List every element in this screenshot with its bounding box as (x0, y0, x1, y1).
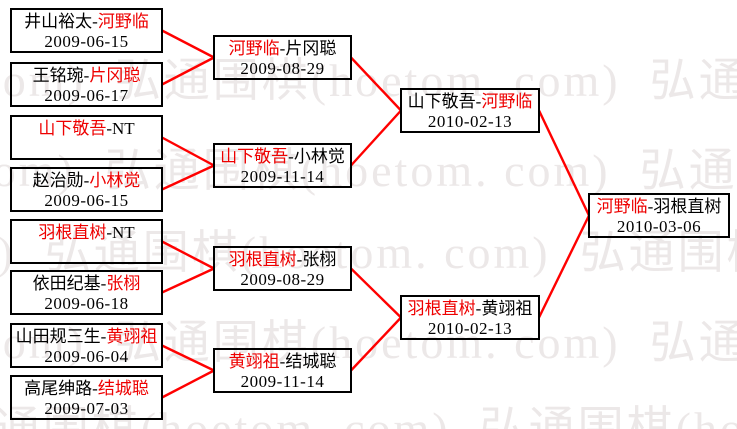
match-box-r1m5: 羽根直树-NT (10, 219, 163, 264)
player-name: -NT (106, 119, 135, 138)
player-name: 山田规三生- (15, 327, 107, 346)
player-name: -结城聪 (279, 352, 337, 371)
connector-line-r1m5-r2m3 (161, 240, 215, 270)
player-name: -羽根直树 (647, 197, 722, 216)
match-date: 2009-11-14 (240, 167, 325, 186)
player-name: -NT (106, 223, 135, 242)
match-players: 山田规三生-黄翊祖 (12, 325, 161, 347)
connector-line-r1m4-r2m2 (161, 164, 215, 191)
winner-name: 片冈聪 (89, 66, 141, 85)
connector-line-sf2-f1 (537, 214, 591, 319)
winner-name: 山下敬吾 (38, 119, 107, 138)
winner-name: 河野临 (97, 12, 149, 31)
player-name: 高尾绅路- (24, 379, 98, 398)
player-name: 山下敬吾- (407, 92, 482, 111)
winner-name: 山下敬吾 (220, 147, 289, 166)
winner-name: 羽根直树 (407, 299, 476, 318)
match-players: 高尾绅路-结城聪 (12, 377, 161, 399)
match-players: 井山裕太-河野临 (12, 10, 161, 32)
player-name: 赵治勋- (32, 171, 90, 190)
match-date: 2009-06-17 (44, 86, 129, 105)
match-date: 2010-03-06 (616, 217, 702, 236)
winner-name: 结城聪 (97, 379, 149, 398)
match-date: 2009-06-04 (44, 347, 129, 366)
player-name: 依田纪基- (32, 274, 107, 293)
player-name: -黄翊祖 (475, 299, 533, 318)
match-players: 山下敬吾-河野临 (402, 90, 538, 112)
match-date: 2009-08-29 (240, 270, 325, 289)
connector-line-r1m3-r2m2 (161, 136, 215, 167)
match-players: 山下敬吾-小林觉 (215, 145, 350, 167)
match-players: 王铭琬-片冈聪 (12, 64, 161, 86)
winner-name: 小林觉 (89, 171, 141, 190)
winner-name: 黄翊祖 (106, 327, 158, 346)
player-name: -小林觉 (288, 147, 345, 166)
match-date: 2009-06-18 (44, 294, 129, 313)
connector-line-r1m1-r2m1 (161, 29, 215, 59)
connector-line-r1m6-r2m3 (161, 267, 215, 294)
match-date: 2009-11-14 (240, 372, 325, 391)
match-players: 羽根直树-黄翊祖 (402, 297, 538, 319)
match-players: 河野临-片冈聪 (215, 37, 350, 59)
match-players: 河野临-羽根直树 (590, 195, 728, 217)
match-players: 山下敬吾-NT (12, 117, 161, 139)
connector-line-r1m2-r2m1 (161, 56, 215, 86)
match-players: 黄翊祖-结城聪 (215, 350, 350, 372)
match-date: 2010-02-13 (427, 112, 513, 131)
connector-line-r2m4-sf2 (350, 316, 402, 372)
winner-name: 黄翊祖 (228, 352, 280, 371)
match-box-r1m3: 山下敬吾-NT (10, 115, 163, 160)
match-players: 依田纪基-张栩 (12, 272, 161, 294)
player-name: -片冈聪 (279, 39, 337, 58)
player-name: 井山裕太- (24, 12, 98, 31)
connector-line-r2m2-sf1 (350, 109, 402, 167)
winner-name: 羽根直树 (38, 223, 107, 242)
winner-name: 张栩 (106, 274, 141, 293)
match-date: 2009-08-29 (240, 59, 325, 78)
connector-line-r2m1-sf1 (350, 56, 402, 112)
player-name: -张栩 (296, 250, 337, 269)
connector-line-r2m3-sf2 (350, 267, 402, 319)
match-date: 2009-06-15 (44, 191, 129, 210)
match-players: 赵治勋-小林觉 (12, 169, 161, 191)
match-players: 羽根直树-NT (12, 221, 161, 243)
match-players: 羽根直树-张栩 (215, 248, 350, 270)
winner-name: 羽根直树 (228, 250, 297, 269)
match-date: 2009-06-15 (44, 32, 129, 51)
winner-name: 河野临 (596, 197, 648, 216)
winner-name: 河野临 (481, 92, 533, 111)
winner-name: 河野临 (228, 39, 280, 58)
connector-line-sf1-f1 (537, 109, 591, 217)
match-date: 2010-02-13 (427, 319, 513, 338)
connector-line-r1m7-r2m4 (161, 344, 215, 372)
connector-line-r1m8-r2m4 (161, 369, 215, 399)
player-name: 王铭琬- (32, 66, 90, 85)
match-date: 2009-07-03 (44, 399, 129, 418)
